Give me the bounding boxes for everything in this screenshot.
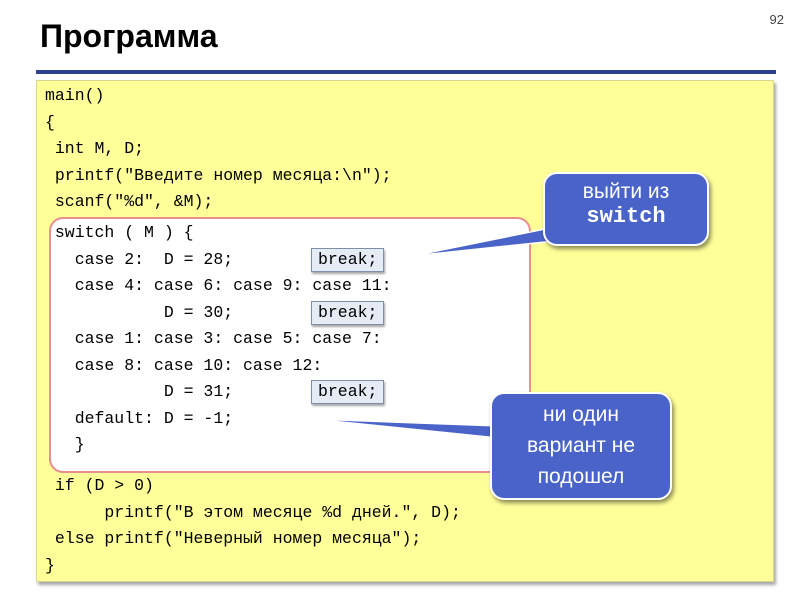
code-line: D = 30;: [45, 303, 234, 322]
code-line: case 1: case 3: case 5: case 7:: [45, 329, 382, 348]
code-line: D = 31;: [45, 382, 234, 401]
code-panel: main() { int M, D; printf("Введите номер…: [36, 80, 774, 582]
code-line: {: [45, 113, 55, 132]
break-chip: break;: [311, 248, 385, 272]
page-title: Программа: [40, 18, 218, 54]
callout-exit-switch: выйти из switch: [543, 172, 709, 246]
callout-text: подошел: [537, 465, 625, 488]
title-underline: [36, 70, 776, 74]
code-line: case 4: case 6: case 9: case 11:: [45, 276, 392, 295]
callout-no-match: ни один вариант не подошел: [490, 392, 672, 500]
break-chip: break;: [311, 301, 385, 325]
code-line: switch ( M ) {: [45, 223, 194, 242]
code-line: case 2: D = 28;: [45, 250, 234, 269]
code-line: printf("В этом месяце %d дней.", D);: [45, 503, 461, 522]
break-chip: break;: [311, 380, 385, 404]
callout-text: ни один: [543, 403, 619, 426]
code-line: printf("Введите номер месяца:\n");: [45, 166, 392, 185]
code-line: case 8: case 10: case 12:: [45, 356, 323, 375]
code-line: }: [45, 435, 85, 454]
code-line: }: [45, 556, 55, 575]
code-line: if (D > 0): [45, 476, 154, 495]
code-line: main(): [45, 86, 105, 105]
callout-text: switch: [586, 204, 666, 229]
code-line: else printf("Неверный номер месяца");: [45, 529, 422, 548]
code-line: default: D = -1;: [45, 409, 234, 428]
callout-text: вариант не: [526, 434, 635, 457]
slide-number: 92: [769, 12, 784, 27]
code-line: scanf("%d", &M);: [45, 192, 214, 211]
code-line: int M, D;: [45, 139, 145, 158]
callout-text: выйти из: [582, 180, 670, 203]
